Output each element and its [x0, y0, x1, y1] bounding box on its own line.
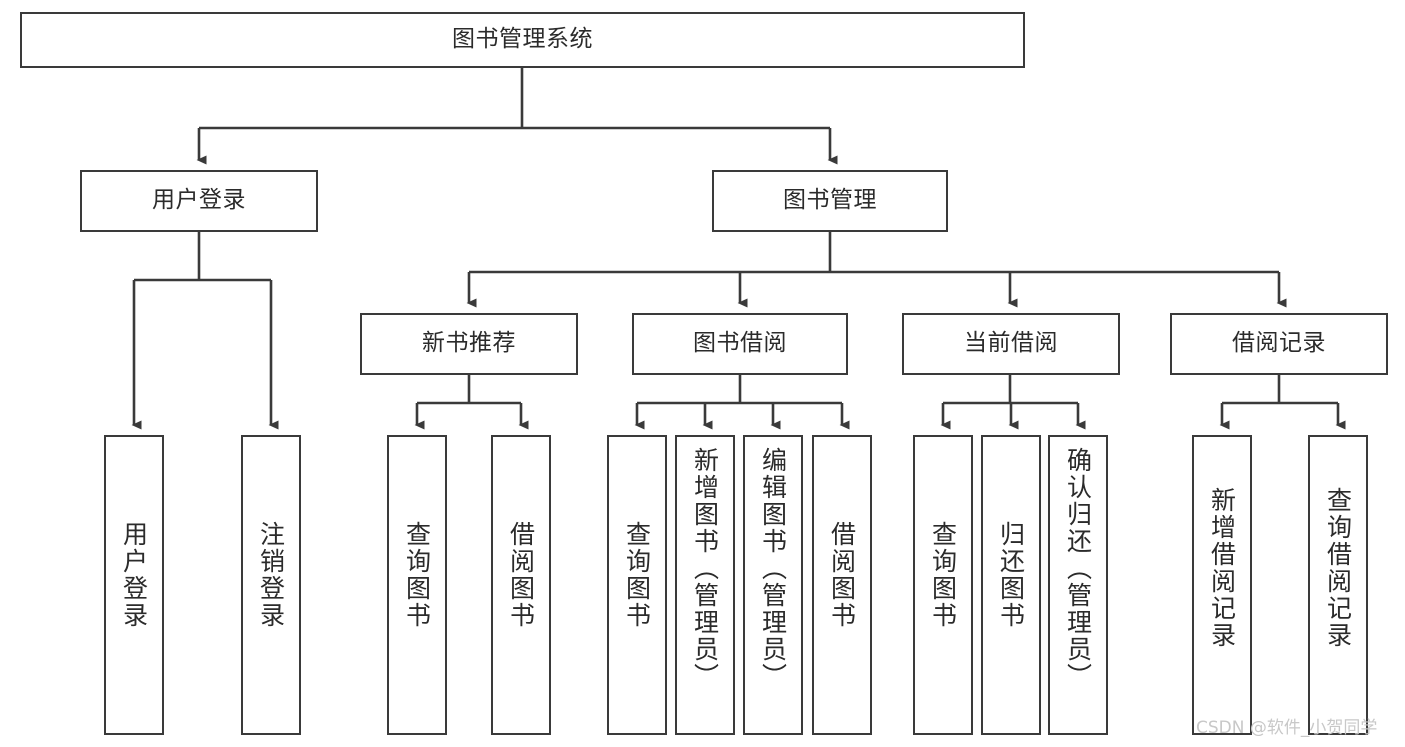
leaf-return-book[interactable]: 归还图书	[981, 435, 1041, 735]
leaf-edit-book[interactable]: 编辑图书（管理员）	[743, 435, 803, 735]
node-label: 借阅记录	[1232, 330, 1326, 357]
leaf-confirm-return[interactable]: 确认归还（管理员）	[1048, 435, 1108, 735]
node-label: 当前借阅	[964, 330, 1058, 357]
node-label: 新增图书（管理员）	[690, 447, 720, 690]
leaf-query-book-current[interactable]: 查询图书	[913, 435, 973, 735]
leaf-add-book[interactable]: 新增图书（管理员）	[675, 435, 735, 735]
csdn-watermark: CSDN @软件_小贺同学	[1196, 718, 1378, 738]
leaf-query-borrow-record[interactable]: 查询借阅记录	[1308, 435, 1368, 735]
node-label: 查询图书	[402, 521, 432, 629]
node-label: 新增借阅记录	[1207, 487, 1237, 649]
leaf-user-login[interactable]: 用户登录	[104, 435, 164, 735]
node-user-login[interactable]: 用户登录	[80, 170, 318, 232]
leaf-borrow-book-recommend[interactable]: 借阅图书	[491, 435, 551, 735]
node-label: 图书管理系统	[452, 26, 593, 53]
node-label: 新书推荐	[422, 330, 516, 357]
node-label: 注销登录	[256, 521, 286, 629]
node-label: 查询图书	[928, 521, 958, 629]
node-book-borrow[interactable]: 图书借阅	[632, 313, 848, 375]
node-label: 用户登录	[119, 521, 149, 629]
leaf-query-book-borrow[interactable]: 查询图书	[607, 435, 667, 735]
leaf-logout-login[interactable]: 注销登录	[241, 435, 301, 735]
node-label: 借阅图书	[506, 521, 536, 629]
node-label: 查询借阅记录	[1323, 487, 1353, 649]
node-book-management[interactable]: 图书管理	[712, 170, 948, 232]
node-current-borrow[interactable]: 当前借阅	[902, 313, 1120, 375]
node-label: 用户登录	[152, 187, 246, 214]
leaf-borrow-book-borrow[interactable]: 借阅图书	[812, 435, 872, 735]
node-borrow-record[interactable]: 借阅记录	[1170, 313, 1388, 375]
node-root-book-management-system[interactable]: 图书管理系统	[20, 12, 1025, 68]
node-label: 查询图书	[622, 521, 652, 629]
leaf-add-borrow-record[interactable]: 新增借阅记录	[1192, 435, 1252, 735]
node-label: 图书借阅	[693, 330, 787, 357]
node-label: 确认归还（管理员）	[1063, 447, 1093, 690]
node-label: 图书管理	[783, 187, 877, 214]
node-label: 编辑图书（管理员）	[758, 447, 788, 690]
node-label: 借阅图书	[827, 521, 857, 629]
leaf-query-book-recommend[interactable]: 查询图书	[387, 435, 447, 735]
node-label: 归还图书	[996, 521, 1026, 629]
node-new-book-recommend[interactable]: 新书推荐	[360, 313, 578, 375]
